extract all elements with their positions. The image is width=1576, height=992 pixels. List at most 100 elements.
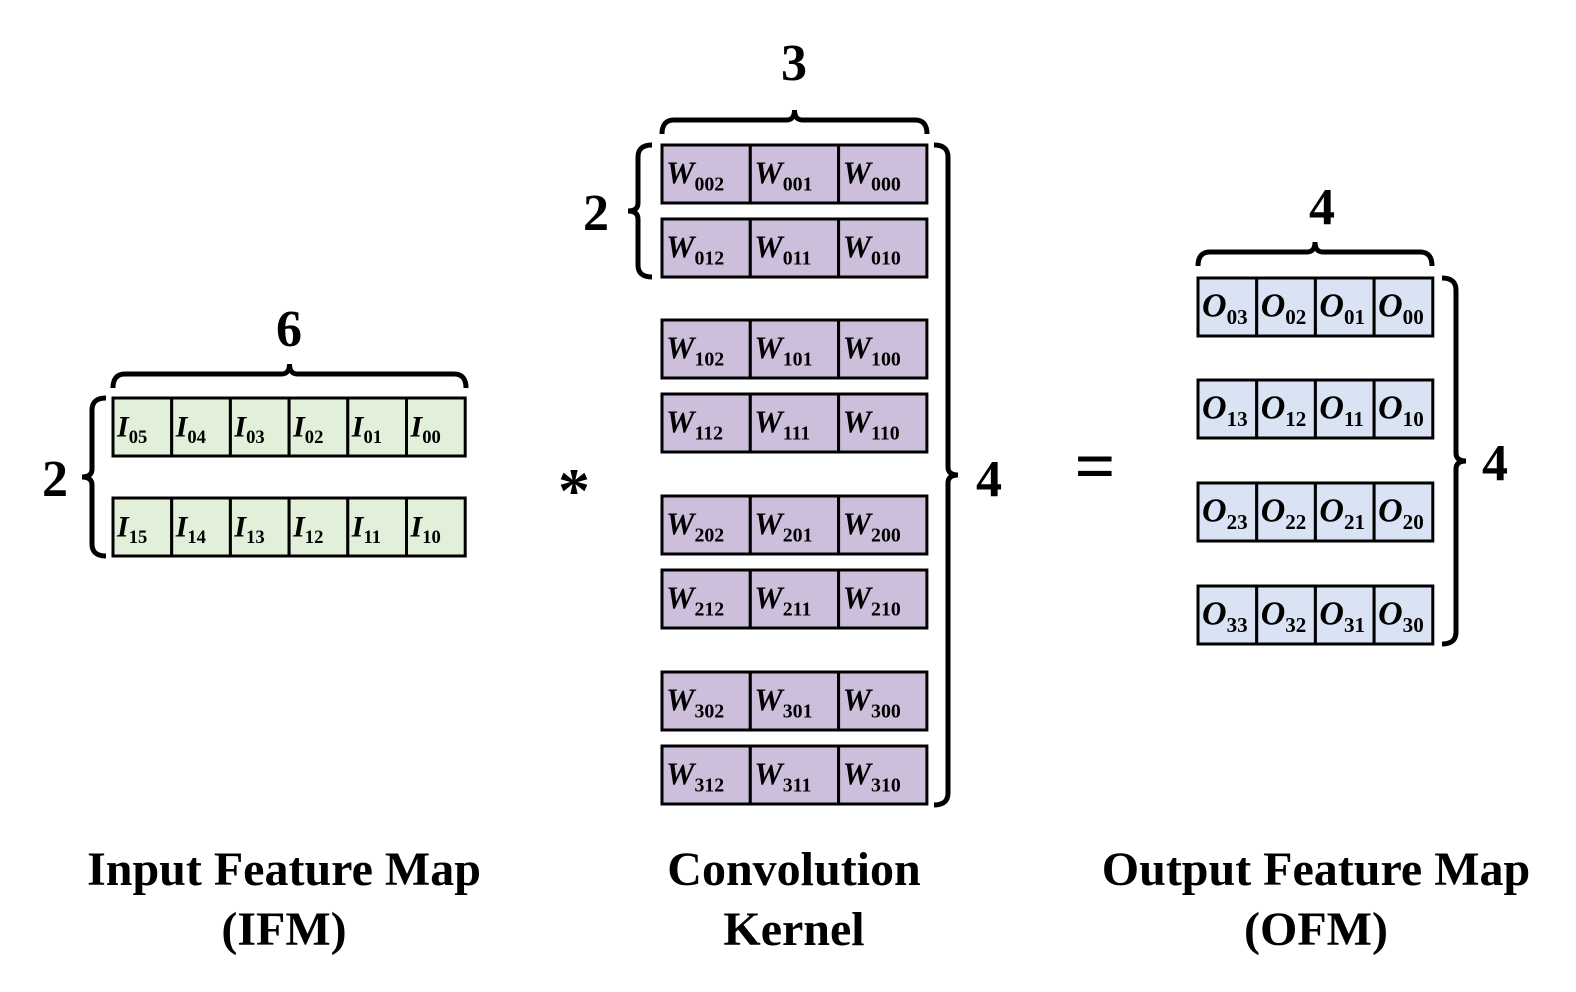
- cell-label: W101: [754, 329, 812, 370]
- kernel-cell: W312: [660, 744, 752, 806]
- cell-index: 20: [1403, 510, 1424, 534]
- cell-box: [837, 143, 929, 205]
- ifm-cell: I12: [287, 496, 350, 558]
- cell-label: W310: [843, 755, 901, 796]
- cell-index: 05: [129, 427, 148, 448]
- cell-index: 301: [783, 700, 813, 722]
- cell-symbol: W: [843, 505, 874, 541]
- cell-symbol: O: [1202, 492, 1227, 529]
- cell-box: [837, 217, 929, 279]
- cell-index: 32: [1285, 613, 1306, 637]
- cell-index: 310: [871, 774, 901, 796]
- cell-index: 12: [305, 527, 324, 548]
- cell-index: 30: [1403, 613, 1424, 637]
- ifm-cell: I00: [405, 396, 467, 458]
- ifm-cell: I14: [170, 496, 232, 558]
- cell-symbol: O: [1202, 389, 1227, 426]
- cell-symbol: O: [1378, 287, 1403, 324]
- cell-index: 302: [694, 700, 724, 722]
- cell-symbol: W: [666, 154, 697, 190]
- cell-label: I01: [351, 410, 382, 448]
- ifm-cell: I13: [228, 496, 291, 558]
- ofm-caption: Output Feature Map (OFM): [1086, 840, 1546, 960]
- cell-index: 100: [871, 348, 901, 370]
- cell-label: O02: [1261, 287, 1307, 328]
- cell-label: W212: [666, 579, 724, 620]
- kernel-count-brace: [933, 142, 959, 808]
- cell-symbol: O: [1261, 389, 1286, 426]
- cell-index: 14: [187, 527, 206, 548]
- cell-symbol: W: [754, 228, 785, 264]
- cell-symbol: I: [292, 510, 306, 543]
- cell-index: 31: [1344, 613, 1365, 637]
- ofm-cell: O30: [1372, 584, 1435, 646]
- kernel-count-label: 4: [976, 451, 1002, 508]
- cell-label: I03: [233, 410, 264, 448]
- cell-box: [837, 568, 929, 630]
- cell-box: [405, 396, 467, 458]
- cell-symbol: W: [754, 154, 785, 190]
- cell-label: O10: [1378, 389, 1424, 430]
- cell-box: [1196, 481, 1259, 543]
- cell-box: [837, 670, 929, 732]
- cell-index: 112: [694, 422, 723, 444]
- cell-symbol: W: [666, 505, 697, 541]
- cell-label: W011: [754, 228, 811, 269]
- cell-symbol: W: [754, 579, 785, 615]
- cell-label: O03: [1202, 287, 1248, 328]
- cell-box: [346, 496, 408, 558]
- cell-box: [837, 318, 929, 380]
- cell-symbol: O: [1202, 287, 1227, 324]
- cell-symbol: W: [843, 329, 874, 365]
- kernel-cell: W110: [837, 392, 929, 454]
- cell-symbol: W: [843, 228, 874, 264]
- ofm-height-label: 4: [1482, 435, 1508, 492]
- cell-index: 001: [783, 173, 813, 195]
- cell-index: 010: [871, 247, 901, 269]
- cell-box: [748, 744, 841, 806]
- cell-box: [1372, 584, 1435, 646]
- cell-symbol: O: [1319, 492, 1344, 529]
- cell-label: W201: [754, 505, 812, 546]
- cell-box: [748, 318, 841, 380]
- cell-symbol: O: [1202, 595, 1227, 632]
- cell-box: [1313, 276, 1376, 338]
- cell-box: [660, 217, 752, 279]
- cell-label: I15: [116, 510, 147, 548]
- cell-symbol: O: [1261, 287, 1286, 324]
- cell-label: I12: [292, 510, 323, 548]
- ofm-caption-line2: (OFM): [1244, 903, 1388, 956]
- cell-index: 312: [694, 774, 724, 796]
- cell-label: W302: [666, 681, 724, 722]
- cell-symbol: I: [116, 410, 130, 443]
- cell-box: [660, 392, 752, 454]
- kernel-caption-line2: Kernel: [723, 903, 865, 956]
- kernel-cell: W012: [660, 217, 752, 279]
- cell-symbol: W: [754, 403, 785, 439]
- cell-symbol: W: [666, 755, 697, 791]
- cell-symbol: W: [754, 329, 785, 365]
- cell-label: W200: [843, 505, 901, 546]
- kernel-width-label: 3: [781, 35, 807, 92]
- cell-index: 03: [1227, 305, 1248, 329]
- kernel-cell: W302: [660, 670, 752, 732]
- cell-index: 102: [694, 348, 724, 370]
- kernel-height-label: 2: [583, 185, 609, 242]
- ifm-height-label: 2: [42, 451, 68, 508]
- kernel-cell: W001: [748, 143, 841, 205]
- cell-label: O22: [1261, 492, 1307, 533]
- cell-symbol: O: [1261, 595, 1286, 632]
- kernel-cell: W002: [660, 143, 752, 205]
- ifm-caption-line2: (IFM): [221, 903, 347, 956]
- kernel-cell: W311: [748, 744, 841, 806]
- cell-label: W010: [843, 228, 901, 269]
- cell-label: W002: [666, 154, 724, 195]
- cell-box: [1372, 276, 1435, 338]
- dimension-labels: 6 2 3 2 4 4 4 * =: [42, 35, 1508, 526]
- cell-index: 10: [1403, 407, 1424, 431]
- kernel-width-brace: [659, 109, 930, 135]
- ifm-width-brace: [110, 363, 469, 389]
